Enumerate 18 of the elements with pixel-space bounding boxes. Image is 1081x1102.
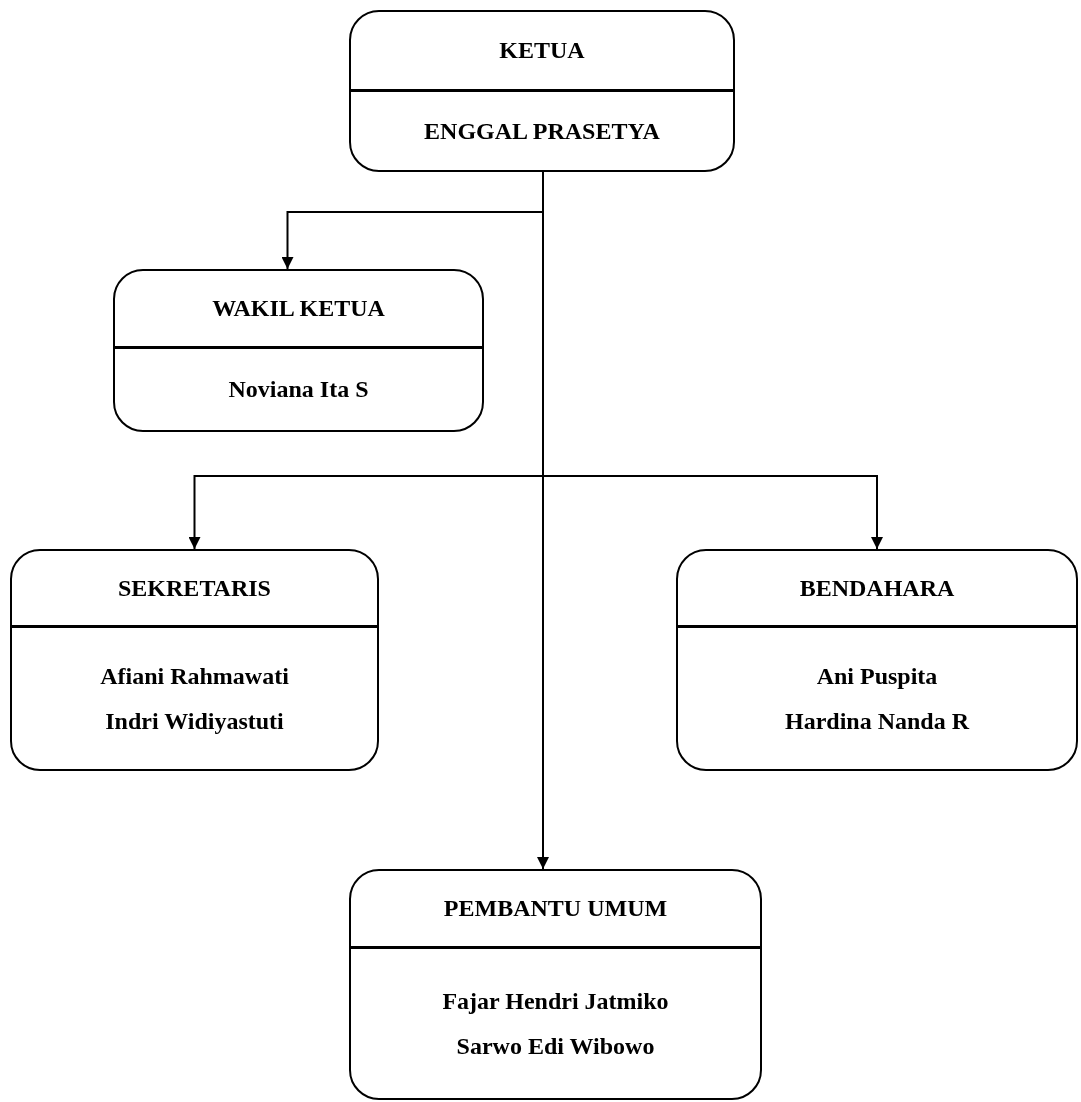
member-name: Ani Puspita [816,662,938,690]
member-name: Noviana Ita S [228,376,369,403]
role-box [676,549,1078,771]
role-box [349,10,735,172]
member-name: ENGGAL PRASETYA [424,117,660,145]
role-title: KETUA [499,37,585,64]
member-name: Hardina Nanda R [784,707,969,735]
role-title: PEMBANTU UMUM [443,895,668,922]
member-name: Fajar Hendri Jatmiko [442,987,669,1015]
member-name: Sarwo Edi Wibowo [456,1032,655,1060]
role-title: BENDAHARA [799,574,955,602]
role-title: SEKRETARIS [118,574,271,602]
role-box [349,869,762,1100]
role-box [10,549,379,771]
member-name: Afiani Rahmawati [100,662,289,690]
role-title: WAKIL KETUA [212,295,385,322]
member-name: Indri Widiyastuti [105,707,284,735]
role-box [113,269,484,432]
